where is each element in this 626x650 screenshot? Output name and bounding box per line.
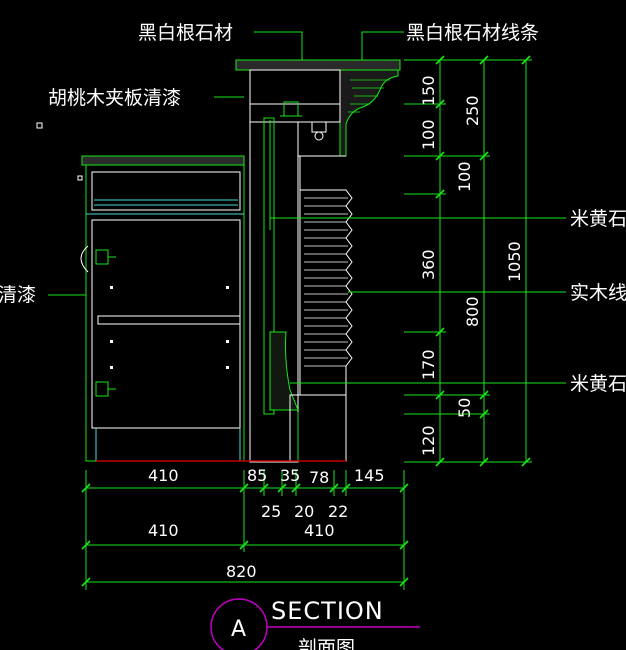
- dim-right-360: 360: [419, 249, 438, 280]
- counter-top-left: [81, 155, 245, 166]
- beige-stone-lower: [269, 331, 299, 411]
- cabinet-marker: [36, 122, 43, 129]
- dim-bottom-410-b: 410: [148, 521, 179, 540]
- label-top-stone-molding: 黑白根石材线条: [406, 22, 539, 44]
- label-solid-wood: 实木线: [570, 282, 626, 304]
- dim-bottom-410-c: 410: [304, 521, 335, 540]
- label-beige-stone-1: 米黄石: [570, 208, 626, 230]
- hinge-top-icon: [95, 249, 116, 265]
- dim-right-120: 120: [419, 425, 438, 456]
- molding-hatch: [348, 79, 390, 113]
- bottom-dim-ticks: [81, 483, 409, 587]
- section-title: SECTION: [271, 597, 384, 625]
- cabinet-marker-small: [77, 175, 83, 181]
- dim-right-100-a: 100: [419, 119, 438, 150]
- shelf-pins: [110, 286, 229, 369]
- leader-lines: [48, 31, 566, 384]
- dim-right-800: 800: [463, 296, 482, 327]
- label-beige-stone-2: 米黄石: [570, 373, 626, 395]
- dim-right-100-b: 100: [455, 161, 474, 192]
- walnut-layer: [263, 117, 275, 415]
- drawer-slides: [94, 199, 238, 206]
- fluted-column: [300, 189, 353, 395]
- cabinet-inner-edge: [86, 213, 244, 461]
- bracket-icon: [311, 121, 327, 141]
- dim-bottom-22: 22: [328, 502, 348, 521]
- right-dim-ticks: [435, 55, 531, 467]
- dim-right-250: 250: [463, 95, 482, 126]
- upper-frame: [249, 69, 341, 123]
- dim-bottom-410-a: 410: [148, 466, 179, 485]
- left-cabinet: [85, 164, 245, 462]
- dim-right-1050: 1050: [505, 241, 524, 282]
- light-fixture-icon: [280, 101, 302, 117]
- flute-lines: [304, 197, 348, 367]
- dim-bottom-78: 78: [309, 468, 329, 487]
- label-walnut-panel: 胡桃木夹板清漆: [48, 87, 181, 109]
- dim-bottom-85: 85: [247, 466, 267, 485]
- door-handle: [80, 245, 89, 273]
- dim-bottom-25: 25: [261, 502, 281, 521]
- label-left-clear-lacquer: 清漆: [0, 284, 36, 306]
- cabinet-shelf: [97, 315, 241, 325]
- section-subtitle: 剖面图: [298, 637, 355, 650]
- dim-bottom-35: 35: [280, 466, 300, 485]
- stone-molding: [339, 69, 399, 157]
- dim-right-150: 150: [419, 75, 438, 106]
- drawer-box: [91, 171, 241, 211]
- counter-top-right: [235, 59, 401, 71]
- label-top-stone: 黑白根石材: [138, 22, 233, 44]
- dim-right-50: 50: [455, 398, 474, 418]
- dim-bottom-820: 820: [226, 562, 257, 581]
- dim-right-170: 170: [419, 349, 438, 380]
- dim-bottom-20: 20: [294, 502, 314, 521]
- section-marker-letter: A: [231, 617, 246, 642]
- dim-bottom-145: 145: [354, 466, 385, 485]
- hinge-bottom-icon: [95, 381, 116, 397]
